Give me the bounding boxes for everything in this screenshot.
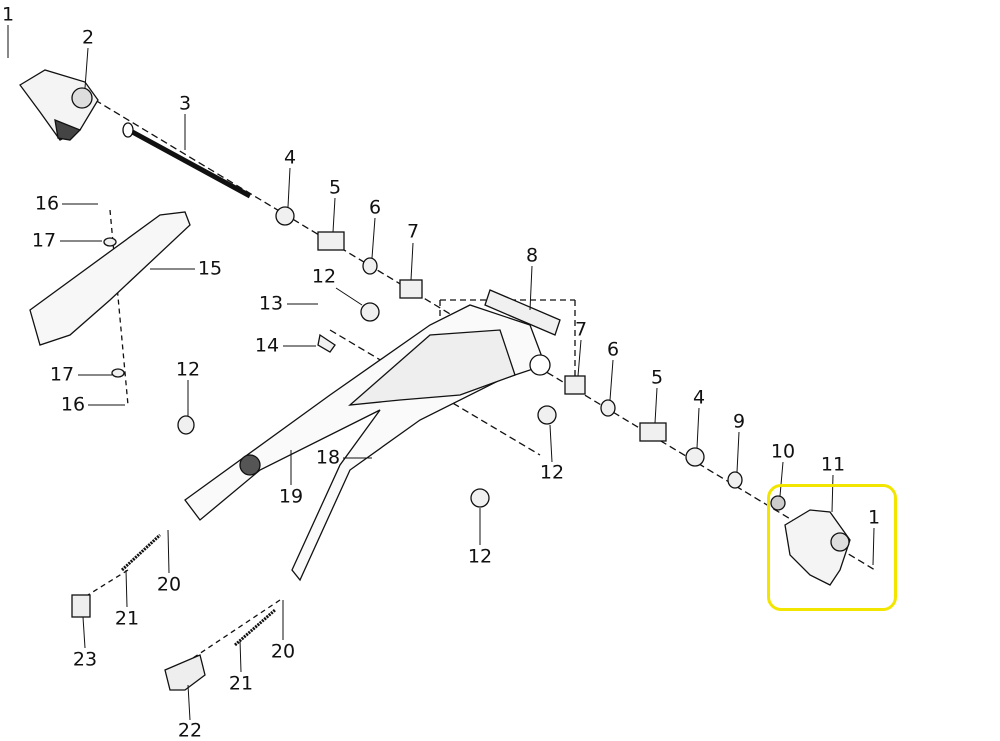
callout-6: 6: [368, 196, 382, 219]
leader-lines: [7, 25, 875, 721]
callout-5b: 5: [650, 366, 664, 389]
callout-1: 1: [1, 3, 15, 26]
callout-9: 9: [732, 410, 746, 433]
callout-5: 5: [328, 176, 342, 199]
callout-23: 23: [72, 648, 98, 671]
callout-6b: 6: [606, 338, 620, 361]
callout-20b: 20: [270, 640, 296, 663]
callout-13: 13: [258, 292, 284, 315]
callout-12d: 12: [467, 545, 493, 568]
callout-12b: 12: [175, 358, 201, 381]
callout-4: 4: [283, 146, 297, 169]
bracket-right: [770, 495, 851, 586]
callout-16: 16: [34, 192, 60, 215]
callout-14: 14: [254, 334, 280, 357]
callout-12: 12: [311, 265, 337, 288]
callout-15: 15: [197, 257, 223, 280]
callout-7: 7: [406, 220, 420, 243]
callout-12c: 12: [539, 461, 565, 484]
callout-2: 2: [81, 26, 95, 49]
callout-21: 21: [114, 607, 140, 630]
callout-22: 22: [177, 719, 203, 741]
callout-1b: 1: [867, 506, 881, 529]
callout-18: 18: [315, 446, 341, 469]
callout-20: 20: [156, 573, 182, 596]
swingarm: [184, 304, 551, 582]
callout-10: 10: [770, 440, 796, 463]
callout-17b: 17: [49, 363, 75, 386]
callout-21b: 21: [228, 672, 254, 695]
callout-16b: 16: [60, 393, 86, 416]
callout-11: 11: [820, 453, 846, 476]
callout-3: 3: [178, 92, 192, 115]
callout-7b: 7: [574, 318, 588, 341]
bracket-left: [19, 69, 99, 141]
highlight-box: [767, 484, 897, 611]
callout-4b: 4: [692, 386, 706, 409]
bushings: [103, 206, 743, 508]
callout-19: 19: [278, 485, 304, 508]
callout-8: 8: [525, 244, 539, 267]
callout-17: 17: [31, 229, 57, 252]
